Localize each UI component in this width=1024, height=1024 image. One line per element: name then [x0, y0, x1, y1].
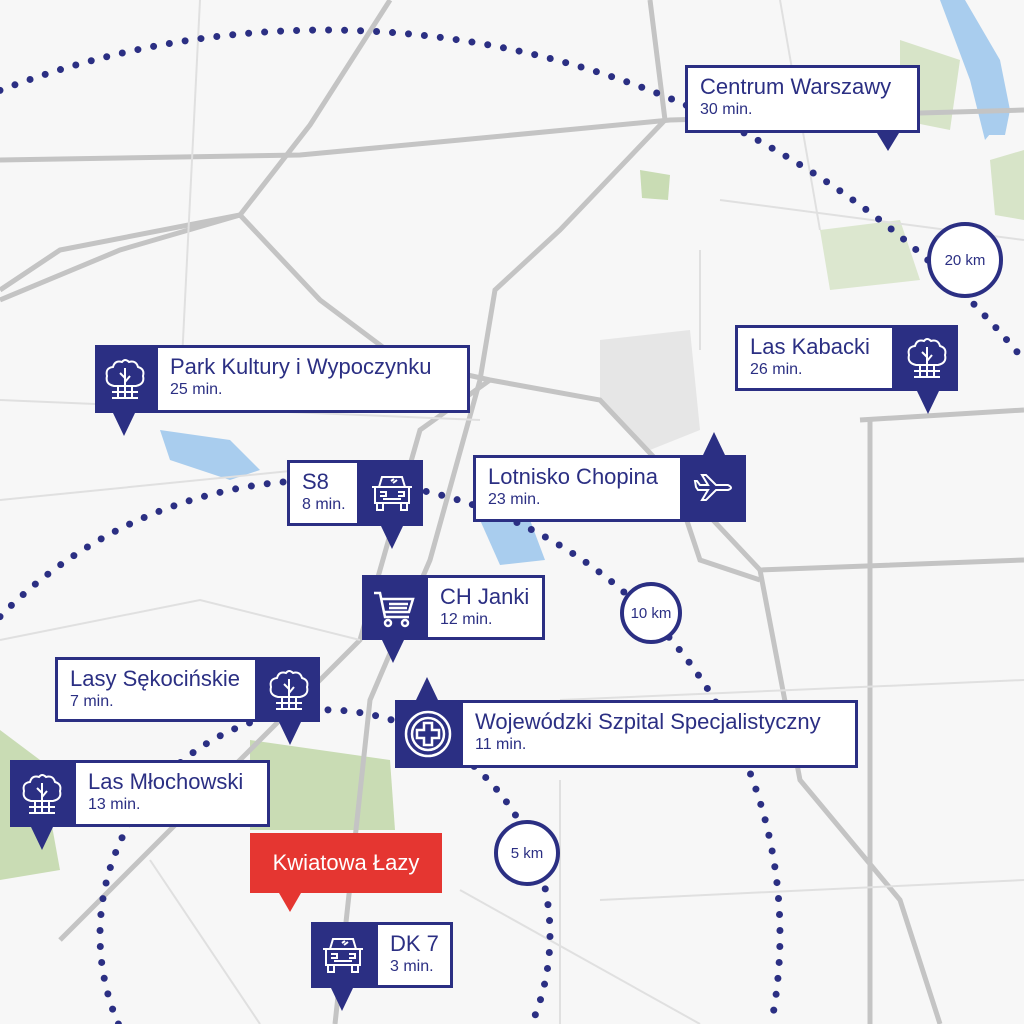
- marker-time: 26 min.: [750, 361, 803, 378]
- marker-las-mlochowski[interactable]: Las Młochowski 13 min.: [10, 760, 270, 850]
- tree-icon: [95, 345, 155, 413]
- pointer: [877, 133, 899, 151]
- marker-name: Lotnisko Chopina: [488, 464, 659, 489]
- marker-name: Centrum Warszawy: [700, 74, 892, 99]
- distance-rings: [0, 26, 1024, 1024]
- marker-centrum-warszawy[interactable]: Centrum Warszawy 30 min.: [685, 65, 920, 151]
- marker-name: S8: [302, 469, 329, 494]
- marker-name: Lasy Sękocińskie: [70, 666, 240, 691]
- marker-lasy-sekocinskie[interactable]: Lasy Sękocińskie 7 min.: [55, 657, 320, 745]
- car-icon: [360, 460, 423, 526]
- marker-lotnisko-chopina[interactable]: Lotnisko Chopina 23 min.: [473, 432, 746, 522]
- marker-time: 3 min.: [390, 958, 434, 975]
- marker-park-kultury[interactable]: Park Kultury i Wypoczynku 25 min.: [95, 345, 470, 436]
- marker-time: 25 min.: [170, 381, 223, 398]
- marker-time: 8 min.: [302, 496, 346, 513]
- marker-time: 12 min.: [440, 611, 493, 628]
- marker-name: Park Kultury i Wypoczynku: [170, 354, 432, 379]
- pointer: [703, 432, 725, 455]
- marker-name: Las Młochowski: [88, 769, 244, 794]
- marker-time: 30 min.: [700, 101, 753, 118]
- marker-dk7[interactable]: DK 7 3 min.: [311, 922, 453, 1011]
- marker-las-kabacki[interactable]: Las Kabacki 26 min.: [735, 325, 958, 414]
- tree-icon: [10, 760, 73, 827]
- marker-s8[interactable]: S8 8 min.: [287, 460, 423, 549]
- ring-20km: [0, 26, 1024, 364]
- marker-time: 7 min.: [70, 693, 114, 710]
- pointer: [31, 827, 53, 850]
- home-location-marker[interactable]: Kwiatowa Łazy: [250, 833, 442, 912]
- pointer: [416, 677, 438, 700]
- pointer: [381, 526, 403, 549]
- pointer: [279, 893, 301, 912]
- ring-label-20km: 20 km: [927, 222, 1003, 298]
- marker-name: DK 7: [390, 931, 439, 956]
- water: [160, 0, 1010, 565]
- ring-label-5km: 5 km: [494, 820, 560, 886]
- airplane-icon: [683, 455, 746, 522]
- marker-name: Wojewódzki Szpital Specjalistyczny: [475, 709, 821, 734]
- ring-label-10km: 10 km: [620, 582, 682, 644]
- home-label: Kwiatowa Łazy: [272, 850, 420, 875]
- shopping-cart-icon: [362, 575, 425, 640]
- pointer: [279, 722, 301, 745]
- ring-5km: [96, 706, 554, 1024]
- marker-name: Las Kabacki: [750, 334, 870, 359]
- marker-time: 11 min.: [475, 736, 527, 753]
- pointer: [113, 413, 135, 436]
- pointer: [331, 988, 353, 1011]
- car-icon: [311, 922, 375, 988]
- hospital-cross-icon: [395, 700, 460, 768]
- tree-icon: [258, 657, 320, 722]
- marker-name: CH Janki: [440, 584, 530, 609]
- tree-icon: [895, 325, 958, 391]
- marker-time: 13 min.: [88, 796, 141, 813]
- marker-ch-janki[interactable]: CH Janki 12 min.: [362, 575, 545, 663]
- pointer: [917, 391, 939, 414]
- marker-time: 23 min.: [488, 491, 541, 508]
- pointer: [382, 640, 404, 663]
- marker-szpital[interactable]: Wojewódzki Szpital Specjalistyczny 11 min…: [395, 677, 858, 768]
